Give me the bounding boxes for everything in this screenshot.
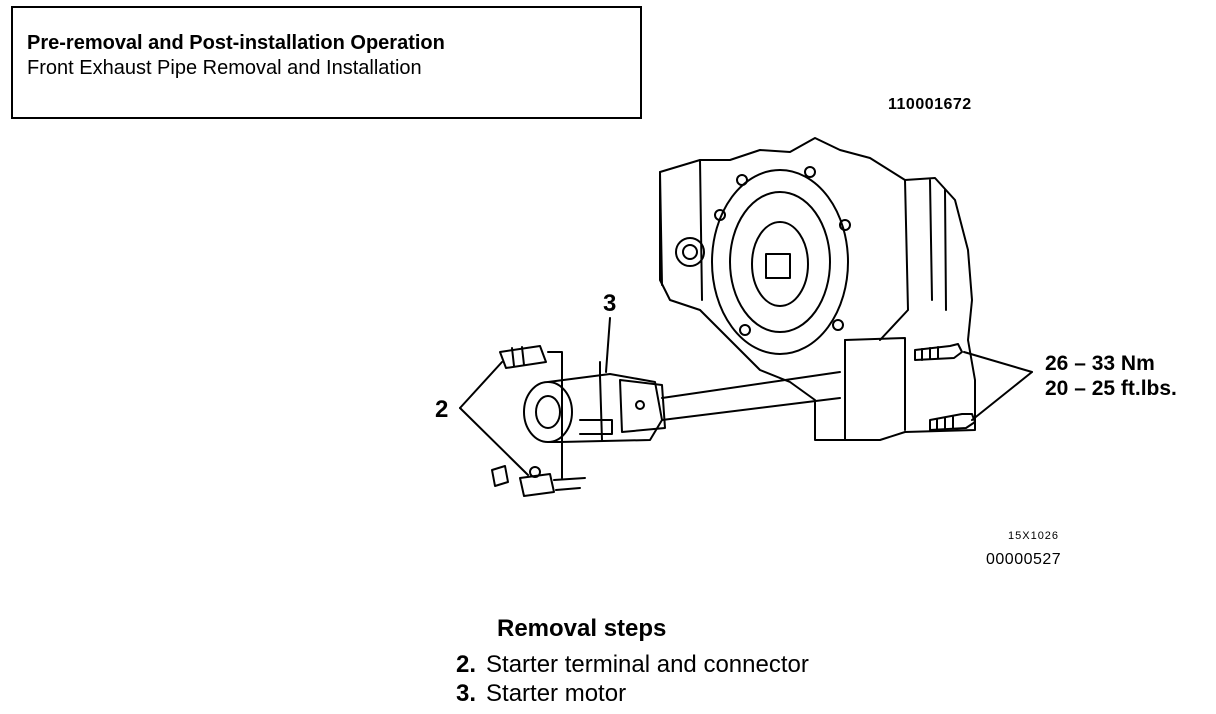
torque-ftlbs: 20 – 25 ft.lbs.	[1045, 377, 1177, 400]
note-title: Pre-removal and Post-installation Operat…	[27, 32, 445, 54]
transmission-housing	[659, 137, 976, 441]
starter-connector	[499, 345, 563, 479]
mounting-bolt-upper	[914, 343, 963, 361]
removal-step-number: 2.	[456, 651, 477, 678]
removal-step-label: Starter motor	[486, 680, 627, 707]
removal-step: 3. Starter motor	[456, 680, 626, 708]
removal-step-label: Starter terminal and connector	[486, 651, 809, 678]
reference-small: 15X1026	[1008, 530, 1060, 542]
removal-step-number: 3.	[456, 680, 477, 707]
operation-note-box	[11, 6, 642, 119]
mounting-bolt-lower	[929, 413, 976, 431]
starter-motor	[523, 361, 841, 443]
starter-terminal	[491, 465, 586, 497]
note-subtitle: Front Exhaust Pipe Removal and Installat…	[27, 57, 422, 79]
bell-housing	[711, 169, 849, 355]
figure-id: 110001672	[888, 96, 972, 113]
reference-number: 00000527	[986, 551, 1062, 568]
torque-nm: 26 – 33 Nm	[1045, 352, 1155, 375]
removal-step: 2. Starter terminal and connector	[456, 651, 809, 679]
removal-steps-heading: Removal steps	[497, 615, 667, 642]
callout-2: 2	[435, 396, 449, 423]
callout-3: 3	[603, 290, 617, 317]
